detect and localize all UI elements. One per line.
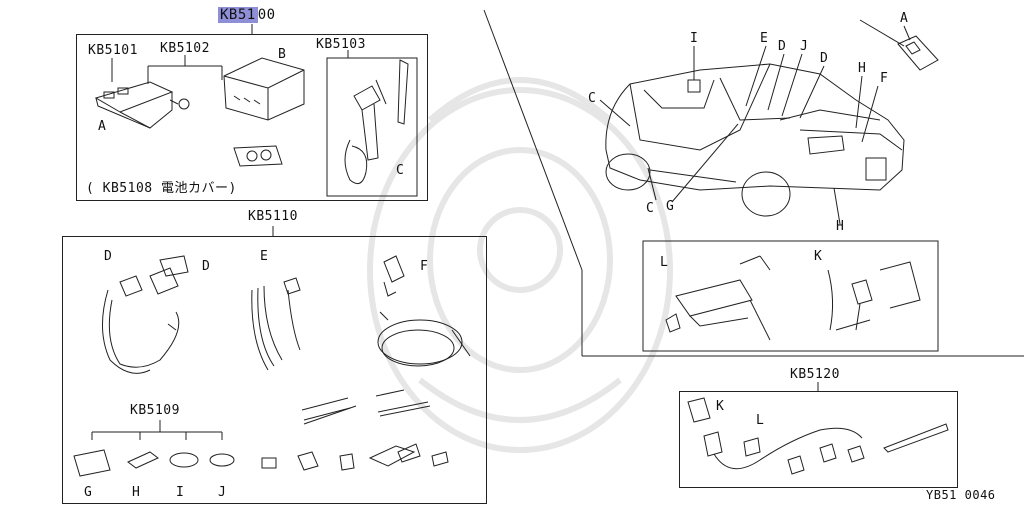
vehicle-callout-c-2: C [646, 201, 655, 216]
callout-g: G [84, 485, 93, 500]
antenna-drawing [344, 59, 409, 185]
inset-l-drawing [665, 255, 771, 341]
main-part-code-highlight[interactable]: KB51 [218, 7, 258, 23]
vehicle-callout-a: A [900, 11, 909, 26]
vehicle-callout-d-2: D [820, 51, 829, 66]
control-unit-drawing [223, 57, 305, 121]
kb5120-harness-drawing [687, 397, 949, 475]
kb5102-label[interactable]: KB5102 [160, 41, 210, 56]
kb5120-label[interactable]: KB5120 [790, 367, 840, 382]
inset-callout-k: K [814, 249, 823, 264]
divider-line [483, 9, 583, 271]
kb5101-label[interactable]: KB5101 [88, 43, 138, 58]
watermark-emblem [367, 77, 673, 453]
vehicle-drawing [605, 63, 905, 217]
vehicle-callout-c: C [588, 91, 597, 106]
kb5120-callout-l: L [756, 413, 765, 428]
kb5120-callout-k: K [716, 399, 725, 414]
harness-d-drawing [101, 255, 189, 374]
battery-cover-drawing [233, 145, 283, 167]
kb5109-parts-drawing [73, 449, 235, 477]
callout-j: J [218, 485, 227, 500]
vehicle-callout-f: F [880, 71, 889, 86]
figure-id: YB51 0046 [926, 488, 996, 502]
kb5109-label[interactable]: KB5109 [130, 403, 180, 418]
callout-b: B [278, 47, 287, 62]
harness-f-drawing [377, 255, 471, 367]
main-part-code-suffix: 00 [257, 7, 276, 23]
callout-d-1: D [104, 249, 113, 264]
harness-e-drawing [251, 277, 301, 371]
vehicle-callout-d: D [778, 39, 787, 54]
vehicle-keyfob-drawing [859, 19, 939, 71]
battery-cover-footnote: ( KB5108 電池カバー) [86, 181, 237, 196]
callout-f: F [420, 259, 429, 274]
callout-d-2: D [202, 259, 211, 274]
inset-k-drawing [827, 261, 921, 331]
vehicle-callout-e: E [760, 31, 769, 46]
kb5103-label[interactable]: KB5103 [316, 37, 366, 52]
callout-e: E [260, 249, 269, 264]
vehicle-callout-h-2: H [836, 219, 845, 234]
remote-keyfob-drawing [94, 81, 190, 129]
callout-i: I [176, 485, 185, 500]
inset-callout-l: L [660, 255, 669, 270]
harness-box [62, 236, 487, 504]
vehicle-callout-i: I [690, 31, 699, 46]
vehicle-callout-g: G [666, 199, 675, 214]
kit-box [76, 34, 428, 201]
kb5110-label[interactable]: KB5110 [248, 209, 298, 224]
kb5120-box [679, 391, 958, 488]
callout-c: C [396, 163, 405, 178]
callout-a: A [98, 119, 107, 134]
callout-h: H [132, 485, 141, 500]
vehicle-callout-j: J [800, 39, 809, 54]
vehicle-callout-h: H [858, 61, 867, 76]
clips-drawing [261, 389, 449, 471]
